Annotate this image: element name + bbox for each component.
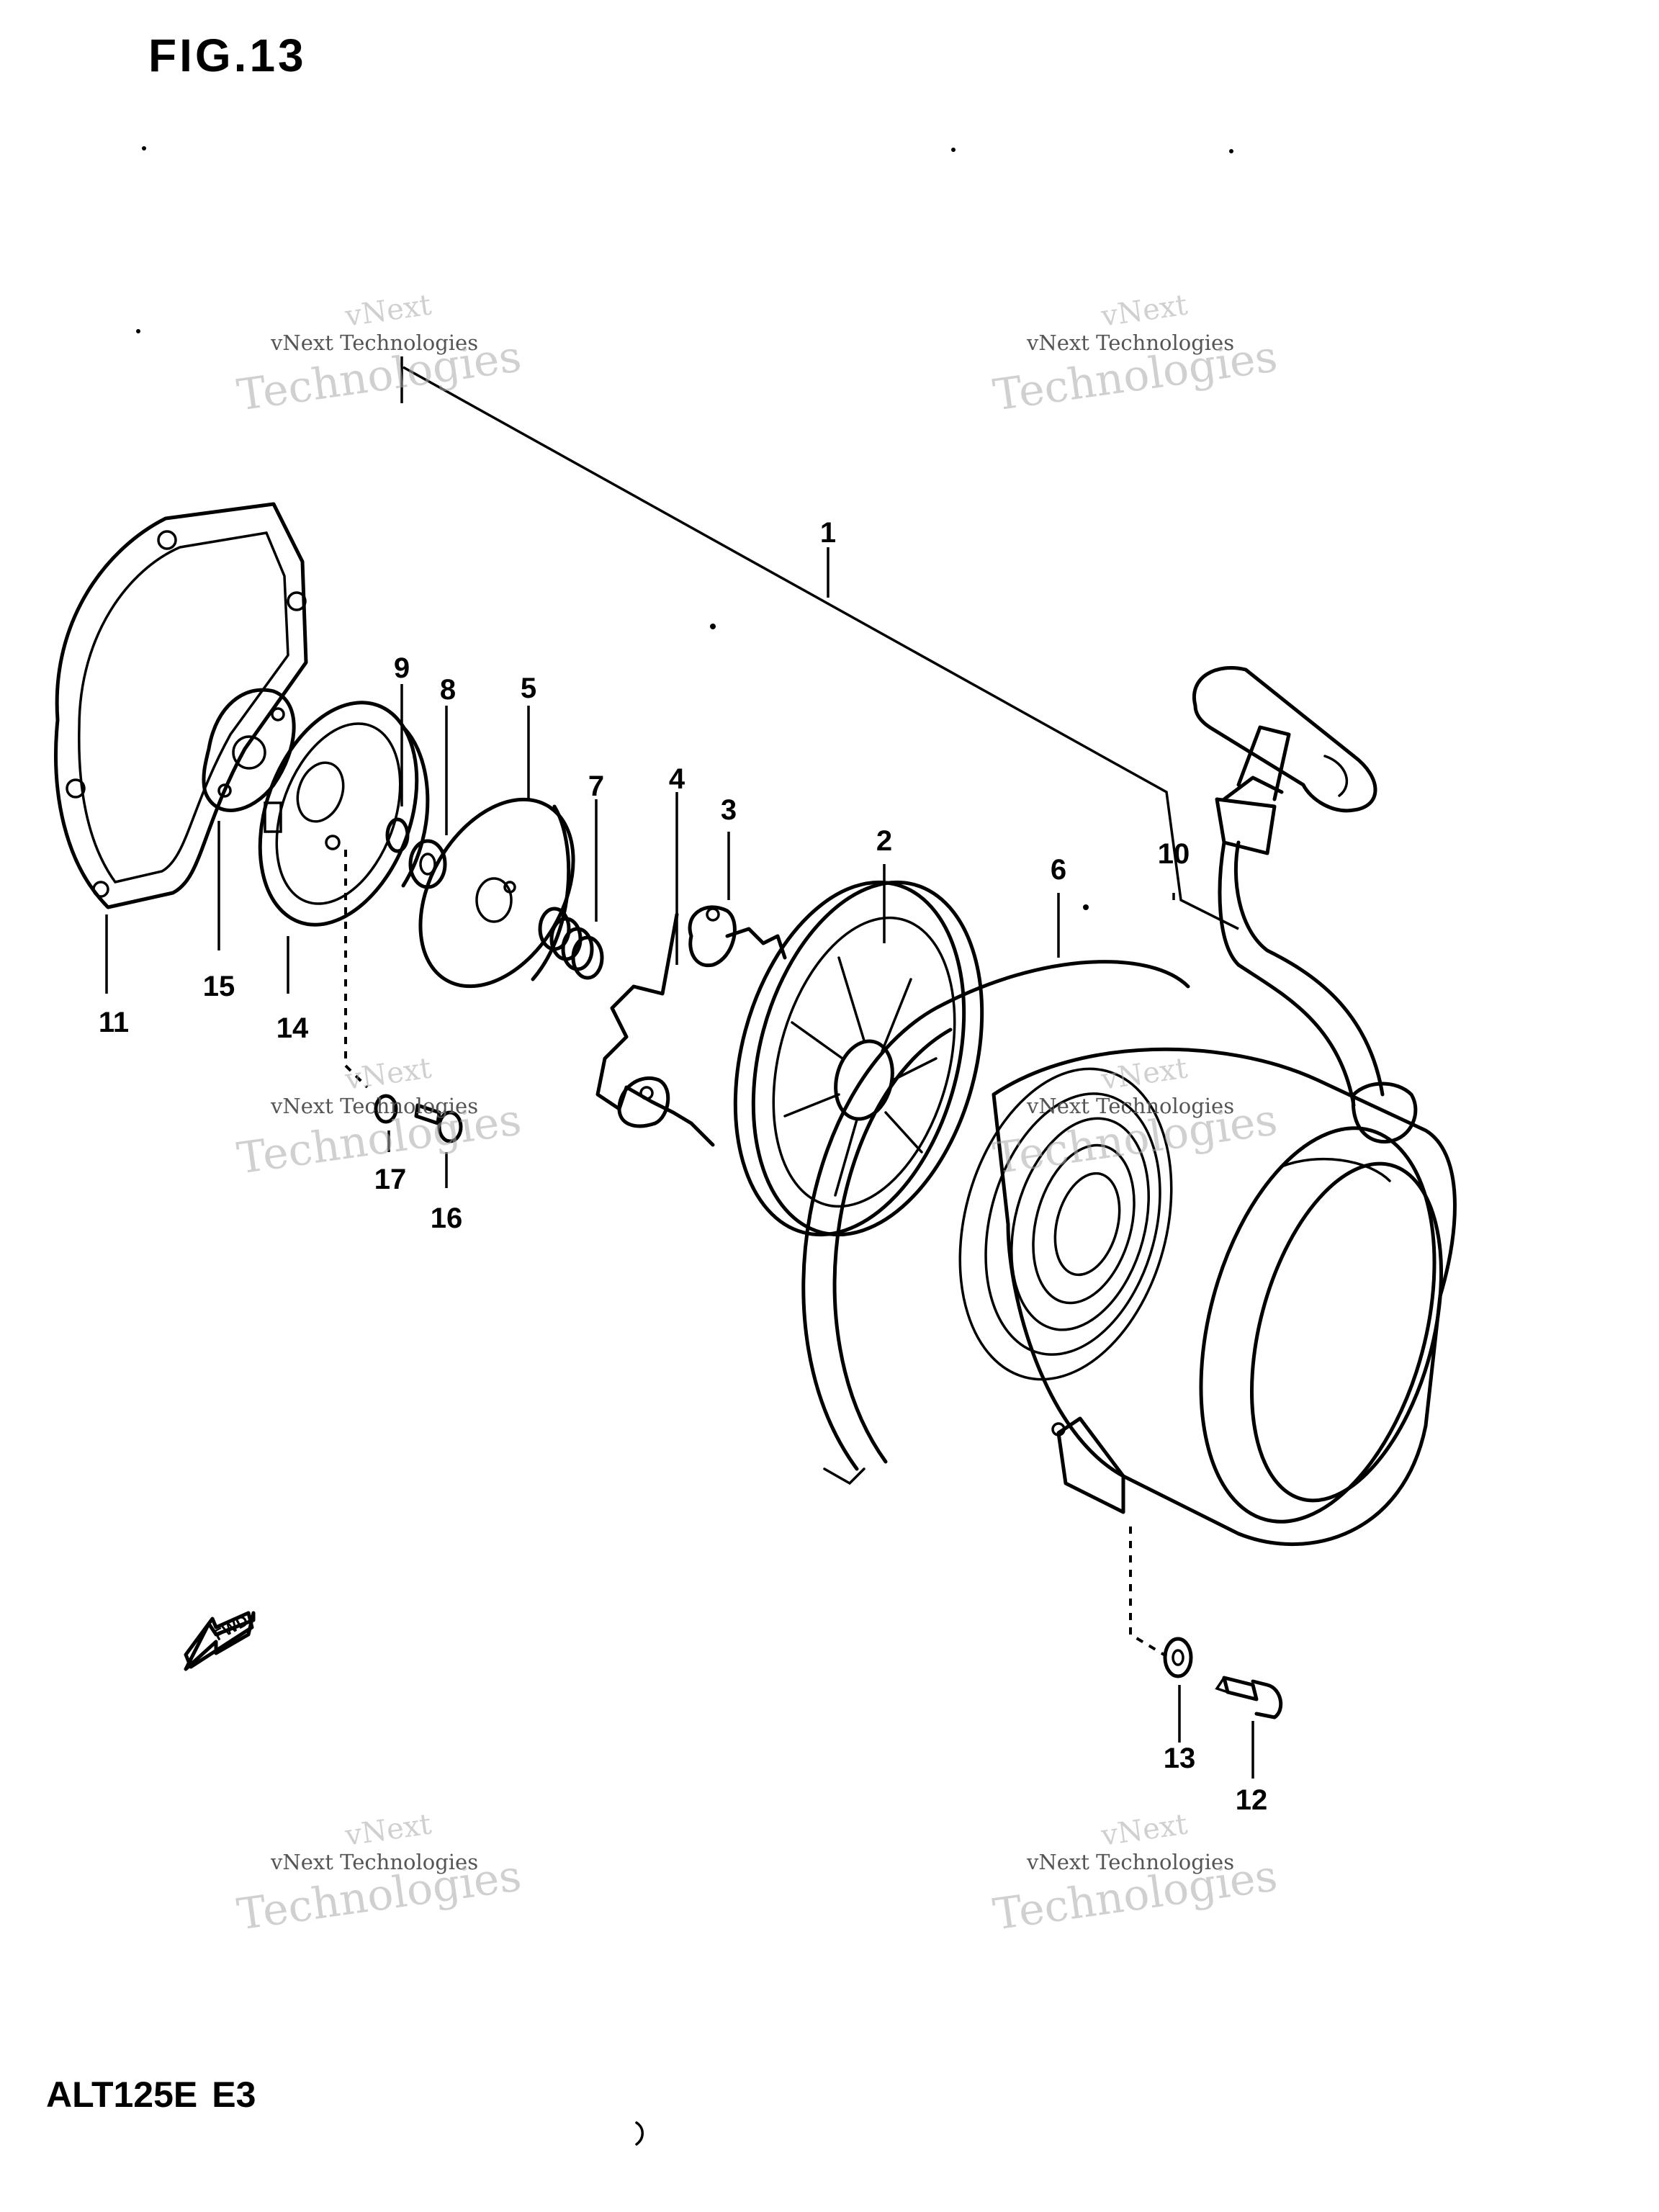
callout-1: 1 (819, 517, 837, 549)
callout-9: 9 (393, 652, 410, 684)
leader-1 (403, 366, 1239, 930)
scan-marks (136, 146, 1233, 2146)
pulley-drive-plate (418, 797, 575, 989)
spring-7 (538, 907, 604, 980)
model-region: E3 (212, 2074, 256, 2115)
bolt-12 (1215, 1676, 1283, 1719)
rope-reel-2 (733, 880, 984, 1237)
washer-9 (385, 817, 410, 853)
recoil-spring-6 (801, 960, 1190, 1485)
callout-17: 17 (374, 1164, 407, 1195)
dash-line-left (344, 850, 369, 1089)
watermark: vNext vNext Technologies Technologies (990, 288, 1281, 421)
washer-13 (1163, 1637, 1193, 1678)
watermark: vNext vNext Technologies Technologies (990, 1807, 1281, 1941)
pawl-clip-3 (617, 905, 737, 1128)
washer-17 (374, 1094, 398, 1124)
model-code: ALT125E E3 (46, 2074, 256, 2116)
watermark: vNext vNext Technologies Technologies (990, 1051, 1281, 1184)
callout-5: 5 (520, 673, 537, 704)
leader-lines (105, 356, 1254, 1779)
callout-12: 12 (1235, 1784, 1268, 1816)
starter-handle (1192, 665, 1385, 1107)
callout-10: 10 (1157, 838, 1190, 870)
callout-6: 6 (1050, 854, 1067, 886)
watermark: vNext vNext Technologies Technologies (234, 1807, 525, 1941)
callout-14: 14 (276, 1012, 309, 1044)
callout-7: 7 (588, 770, 605, 802)
bolt-16 (414, 1103, 463, 1143)
model-name: ALT125E (46, 2074, 198, 2115)
starter-case (992, 1047, 1457, 1547)
callout-11: 11 (98, 1007, 130, 1038)
callout-15: 15 (202, 971, 235, 1002)
gasket-outer (54, 502, 308, 909)
callout-13: 13 (1163, 1743, 1196, 1774)
callout-3: 3 (720, 794, 737, 826)
callout-2: 2 (876, 825, 893, 857)
dash-line-lower (1129, 1527, 1168, 1658)
watermark: vNext vNext Technologies Technologies (234, 1051, 525, 1184)
forward-arrow-icon (184, 1611, 256, 1671)
watermark: vNext vNext Technologies Technologies (234, 288, 525, 421)
pawl-spring-4 (595, 912, 715, 1147)
callout-16: 16 (430, 1202, 463, 1234)
callout-4: 4 (668, 763, 685, 795)
case-plate (202, 688, 296, 812)
callout-8: 8 (439, 674, 457, 706)
figure-title: FIG.13 (148, 30, 307, 81)
